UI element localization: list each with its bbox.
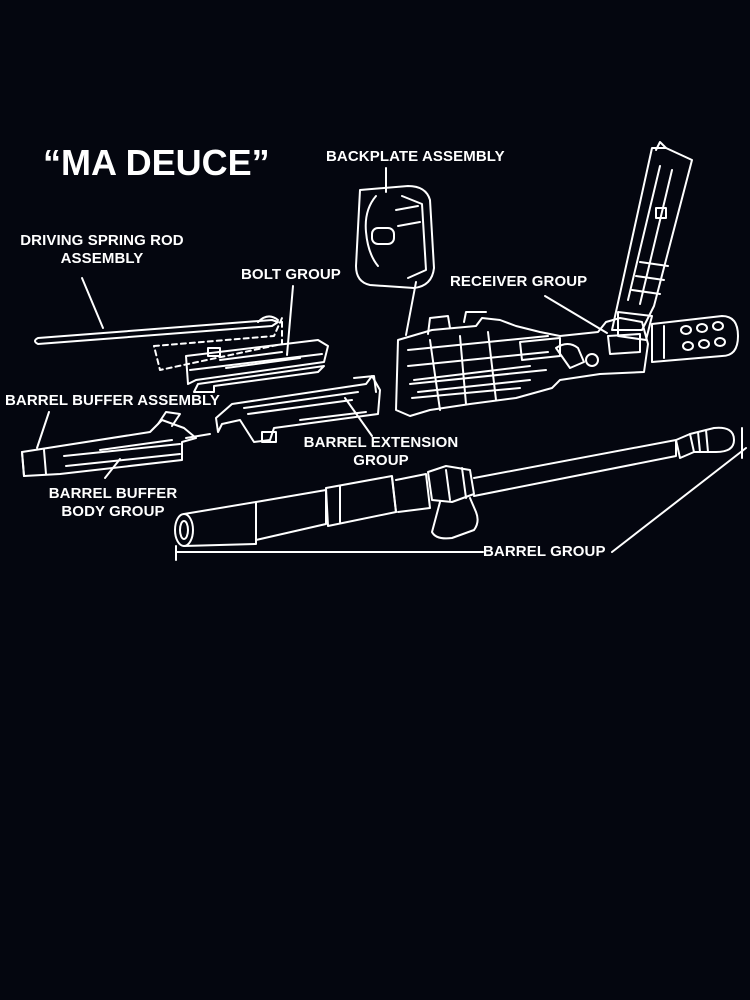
barrel-group (174, 426, 735, 547)
backplate-assembly (355, 185, 435, 289)
label-barrel-buffer-body-line1: BARREL BUFFER (48, 485, 178, 502)
leader-barrel-group-diag (611, 447, 747, 553)
label-barrel-group: BARREL GROUP (483, 543, 606, 560)
label-barrel-extension-line2: GROUP (353, 452, 409, 469)
label-barrel-buffer-assembly: BARREL BUFFER ASSEMBLY (5, 392, 220, 409)
label-barrel-buffer-body-line2: BODY GROUP (61, 503, 165, 520)
label-driving-spring-rod: DRIVING SPRING ROD ASSEMBLY (14, 232, 190, 268)
driving-spring-rod (34, 315, 279, 345)
leader-lines (36, 167, 747, 561)
leader-receiver (544, 295, 608, 334)
label-barrel-extension-group: BARREL EXTENSION GROUP (296, 434, 466, 470)
label-barrel-buffer-body-group: BARREL BUFFER BODY GROUP (38, 485, 188, 521)
label-receiver-group: RECEIVER GROUP (450, 273, 588, 290)
rear-sight-leaf (611, 141, 693, 341)
label-barrel-extension-line1: BARREL EXTENSION (303, 434, 459, 451)
label-driving-spring-rod-line1: DRIVING SPRING ROD (20, 232, 184, 249)
leader-barrel-buffer (36, 411, 50, 449)
label-driving-spring-rod-line2: ASSEMBLY (60, 250, 144, 267)
receiver-group (395, 311, 649, 417)
diagram-title: “MA DEUCE” (43, 142, 270, 183)
leader-backplate-lower (405, 281, 417, 336)
leader-driving-spring (81, 277, 104, 329)
barrel-buffer-body-group (21, 411, 211, 477)
bolt-group (153, 317, 329, 393)
barrel-extension-group (215, 375, 381, 443)
barrel-jacket (651, 315, 739, 363)
label-backplate-assembly: BACKPLATE ASSEMBLY (326, 148, 505, 165)
label-bolt-group: BOLT GROUP (241, 266, 341, 283)
